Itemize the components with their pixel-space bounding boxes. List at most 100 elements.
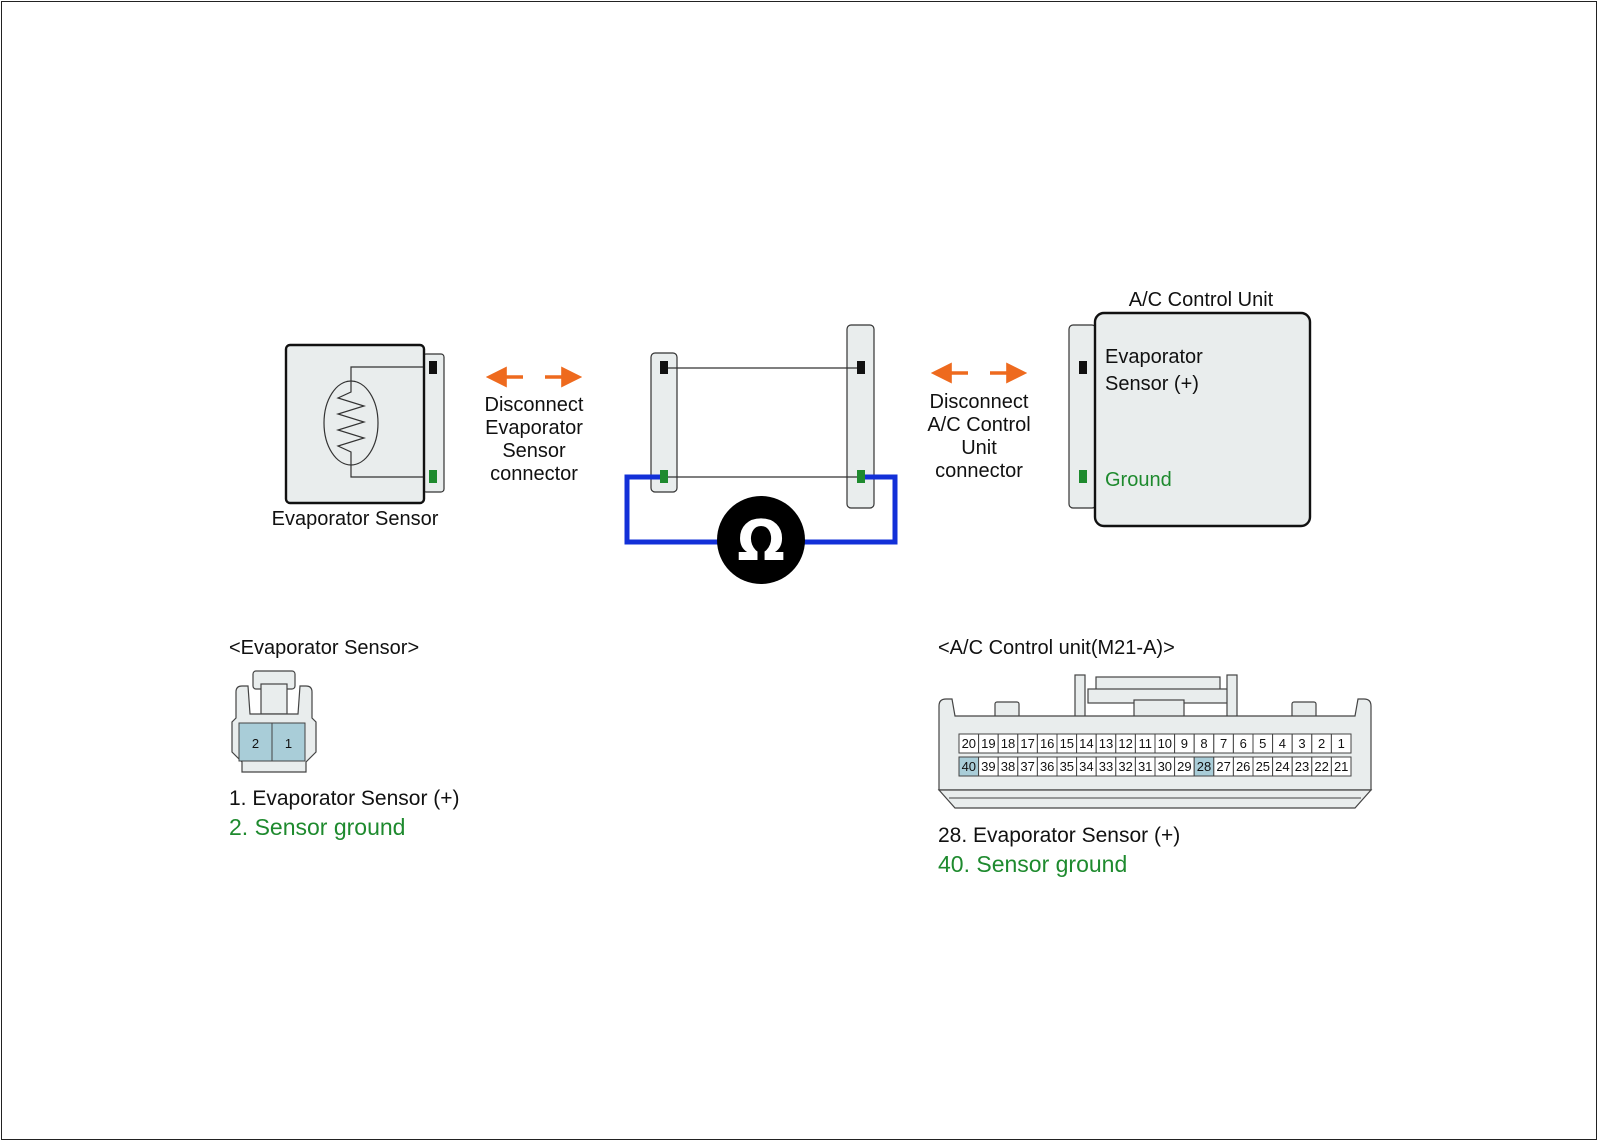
disconnect-left-line-2: Evaporator xyxy=(485,417,583,439)
sensor-pin-1-cell xyxy=(271,722,306,762)
disconnect-left-line-3: Sensor xyxy=(502,440,566,462)
control-pin-38-label: 38 xyxy=(1001,759,1015,774)
sensor-connector-heading: <Evaporator Sensor> xyxy=(229,637,419,659)
harness-connector-left xyxy=(650,352,678,493)
control-pin-14-label: 14 xyxy=(1079,736,1093,751)
ohm-icon: Ω xyxy=(737,509,785,574)
control-pin-37: 37 xyxy=(1017,756,1038,777)
control-unit-signal-label-2: Sensor (+) xyxy=(1105,373,1199,395)
control-pin-30: 30 xyxy=(1154,756,1176,777)
control-pin-6-label: 6 xyxy=(1240,736,1247,751)
control-pin-40: 40 xyxy=(958,756,980,777)
sensor-internal-wire-2 xyxy=(350,463,423,478)
control-pin-7: 7 xyxy=(1213,733,1234,754)
control-pin-21-label: 21 xyxy=(1334,759,1348,774)
control-pin-19-label: 19 xyxy=(981,736,995,751)
control-pin-3: 3 xyxy=(1291,733,1313,754)
control-pin-15-label: 15 xyxy=(1060,736,1074,751)
harness-test: Ω xyxy=(624,324,898,584)
control-pin-14: 14 xyxy=(1076,733,1097,754)
control-pin-29: 29 xyxy=(1174,756,1195,777)
control-pin-7-label: 7 xyxy=(1220,736,1227,751)
sensor-pin-1: 1 xyxy=(271,722,306,762)
control-pin-34-label: 34 xyxy=(1079,759,1093,774)
control-pin-36-label: 36 xyxy=(1040,759,1054,774)
control-pin-5-label: 5 xyxy=(1259,736,1266,751)
control-pin-13: 13 xyxy=(1095,733,1117,754)
control-pin-6: 6 xyxy=(1232,733,1254,754)
disconnect-right-line-1: Disconnect xyxy=(930,391,1029,413)
control-pin-38: 38 xyxy=(997,756,1019,777)
control-pin-12-label: 12 xyxy=(1118,736,1132,751)
sensor-legend-2: 2. Sensor ground xyxy=(229,814,405,840)
control-pin-22-label: 22 xyxy=(1314,759,1328,774)
thermistor-zigzag xyxy=(335,381,367,463)
control-pin-17-label: 17 xyxy=(1020,736,1034,751)
control-plug-post-right xyxy=(1226,674,1238,720)
sensor-pin-ground xyxy=(429,470,437,483)
ohmmeter xyxy=(717,496,805,584)
control-pin-1: 1 xyxy=(1330,733,1352,754)
control-unit-body xyxy=(1093,311,1312,528)
control-pin-20: 20 xyxy=(958,733,980,754)
control-pin-26: 26 xyxy=(1232,756,1254,777)
control-pin-35-label: 35 xyxy=(1060,759,1074,774)
control-pin-39: 39 xyxy=(978,756,999,777)
control-legend-1: 28. Evaporator Sensor (+) xyxy=(938,824,1180,847)
harness-pin-left-ground xyxy=(660,470,668,483)
control-pin-9: 9 xyxy=(1174,733,1195,754)
control-pin-17: 17 xyxy=(1017,733,1038,754)
control-pin-33-label: 33 xyxy=(1099,759,1113,774)
control-pin-36: 36 xyxy=(1036,756,1058,777)
sensor-body xyxy=(284,343,426,505)
control-pin-15: 15 xyxy=(1056,733,1078,754)
control-pin-31-label: 31 xyxy=(1138,759,1152,774)
control-pin-21: 21 xyxy=(1330,756,1352,777)
control-pin-11: 11 xyxy=(1134,733,1156,754)
control-pin-28: 28 xyxy=(1193,756,1215,777)
control-pin-24: 24 xyxy=(1272,756,1293,777)
harness-pin-left-signal xyxy=(660,361,668,374)
control-legend-2: 40. Sensor ground xyxy=(938,851,1127,877)
control-pin-27: 27 xyxy=(1213,756,1234,777)
sensor-pin-2-label: 2 xyxy=(252,736,259,751)
control-pin-8: 8 xyxy=(1193,733,1215,754)
control-unit-pin-signal xyxy=(1079,361,1087,374)
control-pin-22: 22 xyxy=(1311,756,1332,777)
control-pin-30-label: 30 xyxy=(1158,759,1172,774)
control-unit-ground-label: Ground xyxy=(1105,469,1172,491)
disconnect-control-unit-connector: Disconnect A/C Control Unit connector xyxy=(927,362,1031,482)
control-connector-heading: <A/C Control unit(M21-A)> xyxy=(938,637,1175,659)
meter-lead-right xyxy=(800,474,898,545)
control-pin-3-label: 3 xyxy=(1298,736,1305,751)
harness-connector-right xyxy=(846,324,875,509)
control-pin-10-label: 10 xyxy=(1158,736,1172,751)
control-pin-13-label: 13 xyxy=(1099,736,1113,751)
control-unit-pin-ground xyxy=(1079,470,1087,483)
control-pin-18: 18 xyxy=(997,733,1019,754)
control-unit-signal-label-1: Evaporator xyxy=(1105,346,1203,368)
control-pin-25-label: 25 xyxy=(1256,759,1270,774)
disconnect-right-line-3: Unit xyxy=(961,437,997,459)
control-pin-32: 32 xyxy=(1115,756,1136,777)
control-plug-post-left xyxy=(1074,674,1086,720)
control-pin-16: 16 xyxy=(1036,733,1058,754)
control-pin-19: 19 xyxy=(978,733,999,754)
control-pin-10: 10 xyxy=(1154,733,1176,754)
control-pin-29-label: 29 xyxy=(1177,759,1191,774)
control-pin-1-label: 1 xyxy=(1338,736,1345,751)
disconnect-right-line-4: connector xyxy=(935,460,1023,482)
control-pin-35: 35 xyxy=(1056,756,1078,777)
sensor-legend-1: 1. Evaporator Sensor (+) xyxy=(229,787,460,810)
disconnect-left-line-1: Disconnect xyxy=(485,394,584,416)
control-pin-4-label: 4 xyxy=(1279,736,1286,751)
control-pin-27-label: 27 xyxy=(1216,759,1230,774)
control-pin-32-label: 32 xyxy=(1118,759,1132,774)
control-pin-8-label: 8 xyxy=(1200,736,1207,751)
disconnect-right-line-2: A/C Control xyxy=(927,414,1030,436)
harness-pin-right-signal xyxy=(857,361,865,374)
control-pin-11-label: 11 xyxy=(1138,736,1152,751)
